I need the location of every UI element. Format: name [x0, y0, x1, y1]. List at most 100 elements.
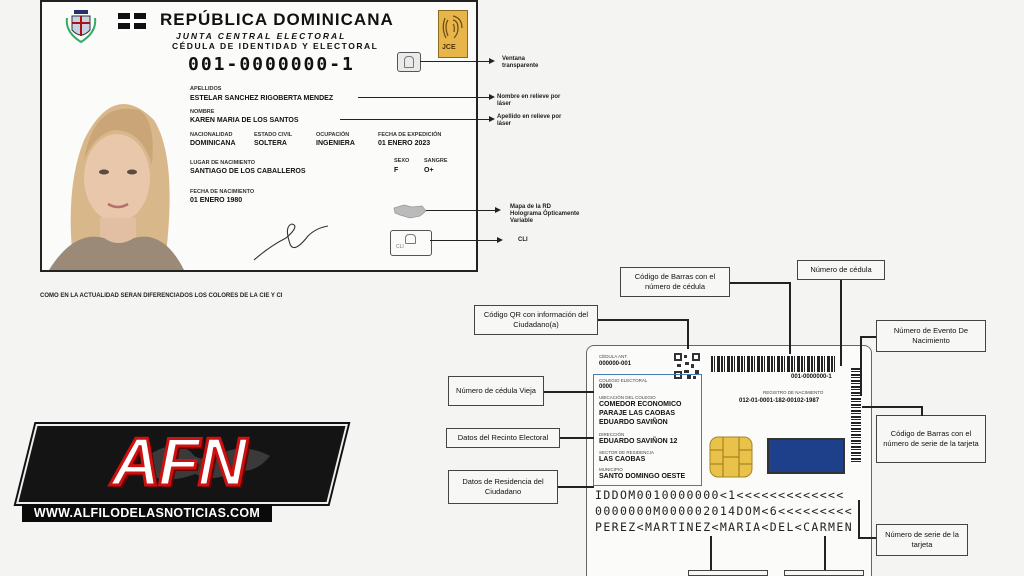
card-title: REPÚBLICA DOMINICANA [160, 10, 394, 29]
callout-line-barras-serie [921, 406, 923, 416]
cli-box: CLI [390, 230, 432, 256]
sexo-label: SEXO [394, 158, 410, 164]
jce-logo-text: JCE [442, 44, 456, 51]
nombre-label: NOMBRE [190, 109, 215, 115]
holder-photo [44, 80, 186, 270]
callout-line-residencia [558, 486, 594, 488]
direccion-label: DIRECCIÓN [599, 432, 625, 437]
estado-civil-value: SOLTERA [254, 140, 287, 147]
callout-line-cedula [840, 280, 842, 366]
mrz-line-1: IDDOM0010000000<1<<<<<<<<<<<<< [595, 488, 845, 502]
id-card-back: CÉDULA ANT. 000000-001 001-0000000-1 REG… [586, 345, 872, 576]
callout-line-bottom-left [710, 536, 712, 570]
sector-value: LAS CAOBAS [599, 456, 646, 463]
callout-line-nombre [358, 97, 490, 98]
card-subtitle-2: CÉDULA DE IDENTIDAD Y ELECTORAL [172, 41, 379, 51]
callout-line-serie [858, 537, 876, 539]
afn-logo [16, 424, 348, 504]
apellidos-label: APELLIDOS [190, 86, 222, 92]
callout-residencia: Datos de Residencia del Ciudadano [448, 470, 558, 504]
expedicion-value: 01 ENERO 2023 [378, 140, 431, 147]
ubicacion-line-2: PARAJE LAS CAOBAS [599, 410, 676, 417]
callout-barras-serie: Código de Barras con el número de serie … [876, 415, 986, 463]
arrow-icon [497, 237, 503, 243]
callout-line-bottom-right [824, 536, 826, 570]
arrow-icon [489, 94, 495, 100]
colegio-label: COLEGIO ELECTORAL [599, 378, 648, 383]
mrz-line-3: PEREZ<MARTINEZ<MARIA<DEL<CARMEN [595, 520, 854, 534]
signature-icon [253, 223, 329, 261]
arrow-icon [495, 207, 501, 213]
callout-partial-right [784, 570, 864, 576]
lugar-value: SANTIAGO DE LOS CABALLEROS [190, 168, 306, 175]
callout-numero-cedula: Número de cédula [797, 260, 885, 280]
qr-code [673, 352, 701, 380]
callout-recinto: Datos del Recinto Electoral [446, 428, 560, 448]
cedula-ant-value: 000000-001 [599, 361, 632, 367]
afn-url[interactable]: WWW.ALFILODELASNOTICIAS.COM [22, 504, 272, 522]
barcode-cedula [711, 356, 835, 372]
fecha-nac-value: 01 ENERO 1980 [190, 197, 243, 204]
callout-line-ventana [420, 61, 478, 62]
ghost-image-window [767, 438, 845, 474]
sector-label: SECTOR DE RESIDENCIA [599, 450, 654, 455]
id-card-front: REPÚBLICA DOMINICANA JUNTA CENTRAL ELECT… [40, 0, 478, 272]
registro-label: REGISTRO DE NACIMIENTO [763, 390, 824, 395]
note-text: COMO EN LA ACTUALIDAD SERAN DIFERENCIADO… [40, 293, 283, 299]
registro-value: 012-01-0001-182-00102-1987 [739, 398, 820, 404]
ocupacion-value: INGENIERA [316, 140, 355, 147]
apellidos-value: ESTELAR SANCHEZ RIGOBERTA MENDEZ [190, 95, 334, 102]
map-hologram-icon [393, 204, 427, 219]
barcode-number: 001-0000000-1 [791, 374, 832, 380]
callout-barras-cedula: Código de Barras con el número de cédula [620, 267, 730, 297]
world-map-icon [146, 446, 270, 480]
card-id-number: 001-0000000-1 [188, 54, 355, 75]
ubicacion-line-1: COMEDOR ECONOMICO [599, 401, 682, 408]
nacionalidad-label: NACIONALIDAD [190, 132, 233, 138]
arrow-icon [489, 116, 495, 122]
callout-cedula-vieja: Número de cédula Vieja [448, 376, 544, 406]
callout-partial-left [688, 570, 768, 576]
callout-mapa: Mapa de la RD Holograma Ópticamente Vari… [510, 204, 580, 224]
municipio-value: SANTO DOMINGO OESTE [599, 473, 686, 480]
electoral-data-frame [593, 374, 702, 486]
callout-apellido-relieve: Apellido en relieve por láser [497, 114, 562, 127]
coat-of-arms-icon [65, 10, 97, 44]
callout-line-barras [789, 282, 791, 354]
callout-evento-nacimiento: Número de Evento De Nacimiento [876, 320, 986, 352]
lugar-label: LUGAR DE NACIMIENTO [190, 160, 255, 166]
callout-line-qr [687, 319, 689, 349]
callout-line-cli [430, 240, 498, 241]
jce-logo: JCE [438, 10, 468, 58]
direccion-value: EDUARDO SAVIÑON 12 [599, 438, 678, 445]
sangre-value: O+ [424, 167, 434, 174]
card-subtitle: JUNTA CENTRAL ELECTORAL [176, 31, 347, 41]
afn-logo-text: AFN [110, 423, 249, 502]
ubicacion-label: UBICACIÓN DEL COLEGIO [599, 395, 656, 400]
municipio-label: MUNICIPIO [599, 467, 623, 472]
colegio-value: 0000 [599, 384, 613, 390]
fecha-nac-label: FECHA DE NACIMIENTO [190, 189, 255, 195]
callout-line-mapa [426, 210, 496, 211]
callout-cli: CLI [518, 237, 528, 243]
nombre-value: KAREN MARIA DE LOS SANTOS [190, 117, 299, 124]
callout-nombre-relieve: Nombre en relieve por láser [497, 94, 561, 107]
sangre-label: SANGRE [424, 158, 448, 164]
cli-box-text: CLI [396, 244, 404, 250]
callout-line-evento [860, 336, 862, 396]
cedula-ant-label: CÉDULA ANT. [599, 354, 628, 359]
sexo-value: F [394, 167, 399, 174]
fingerprint-icon [442, 15, 463, 39]
transparent-window [397, 52, 421, 72]
mrz-line-2: 0000000M000002014DOM<6<<<<<<<<< [595, 504, 854, 518]
flag-icon [118, 13, 146, 29]
barcode-serie [851, 368, 861, 464]
arrow-icon [489, 58, 495, 64]
nacionalidad-value: DOMINICANA [190, 140, 236, 147]
expedicion-label: FECHA DE EXPEDICIÓN [378, 132, 442, 138]
callout-line-cedula-vieja [544, 391, 594, 393]
callout-line-apellido [340, 119, 490, 120]
callout-serie: Número de serie de la tarjeta [876, 524, 968, 556]
callout-line-recinto [560, 437, 594, 439]
estado-civil-label: ESTADO CIVIL [254, 132, 293, 138]
